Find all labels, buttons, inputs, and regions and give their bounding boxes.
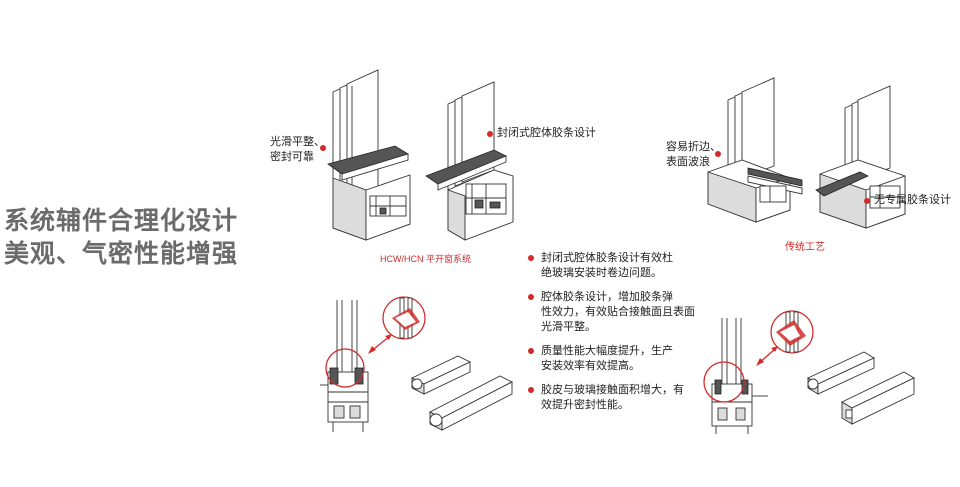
bullet-item-4: 胶皮与玻璃接触面积增大，有 效提升密封性能。 [527, 383, 717, 413]
label-smooth-seal: 光滑平整、 密封可靠 [270, 136, 325, 163]
marker-dot-no-gasket [864, 198, 870, 204]
bullet-dot-icon [528, 294, 534, 300]
label-no-gasket: 无专属胶条设计 [874, 194, 951, 206]
headline-line-2: 美观、气密性能增强 [4, 239, 239, 268]
label-edge-wave: 容易折边、 表面波浪 [666, 141, 721, 168]
bullet-dot-icon [528, 255, 534, 261]
caption-traditional: 传统工艺 [785, 242, 825, 253]
label-closed-gasket: 封闭式腔体胶条设计 [497, 127, 596, 139]
bullet-item-1: 封闭式腔体胶条设计有效杜 绝玻璃安装时卷边问题。 [527, 251, 717, 281]
bullet-dot-icon [528, 387, 534, 393]
bullet-item-2: 腔体胶条设计，增加胶条弹 性效力，有效贴合接触面且表面 光滑平整。 [527, 290, 717, 335]
bullet-item-3: 质量性能大幅度提升，生产 安装效率有效提高。 [527, 344, 717, 374]
bullet-dot-icon [528, 348, 534, 354]
headline: 系统辅件合理化设计 美观、气密性能增强 [4, 204, 238, 270]
marker-dot-edge [715, 151, 721, 157]
marker-dot-closed-gasket [487, 131, 493, 137]
headline-line-1: 系统辅件合理化设计 [4, 206, 239, 235]
caption-hcw-hcn: HCW/HCN 平开窗系统 [380, 254, 471, 264]
marker-dot-smooth [320, 145, 326, 151]
feature-bullet-list: 封闭式腔体胶条设计有效杜 绝玻璃安装时卷边问题。 腔体胶条设计，增加胶条弹 性效… [527, 251, 717, 422]
